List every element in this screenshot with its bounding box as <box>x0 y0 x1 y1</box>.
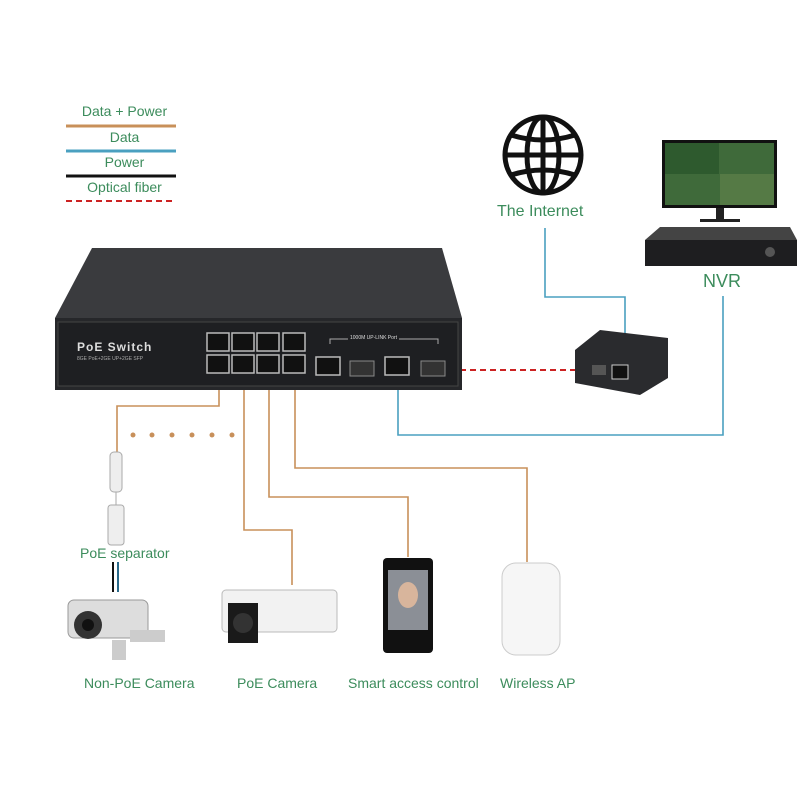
poe-separator-label: PoE separator <box>80 545 170 561</box>
line-port1-separator <box>116 378 220 452</box>
wireless-ap-label: Wireless AP <box>500 675 576 691</box>
line-switch-nvr <box>397 296 724 436</box>
media-converter-image <box>575 330 668 395</box>
poe-camera-label: PoE Camera <box>237 675 318 691</box>
smart-access-control-image <box>383 558 433 653</box>
nvr-label: NVR <box>703 271 742 291</box>
poe-camera-image <box>221 589 338 643</box>
line-port2-poe-camera <box>243 378 293 585</box>
monitor-image <box>662 140 777 222</box>
switch-subtitle: 8GE PoE+2GE UP+2GE SFP <box>77 356 144 362</box>
line-port3-access-control <box>268 378 409 557</box>
legend-optical-fiber: Optical fiber <box>87 179 162 195</box>
line-port4-wireless-ap <box>294 378 528 562</box>
line-internet-converter <box>544 228 626 338</box>
non-poe-camera-image <box>67 599 165 660</box>
switch-title: PoE Switch <box>77 340 153 354</box>
legend-data-power: Data + Power <box>81 103 168 119</box>
globe-icon <box>502 114 584 196</box>
non-poe-camera-label: Non-PoE Camera <box>84 675 195 691</box>
internet-label: The Internet <box>497 203 584 220</box>
poe-separator-image <box>107 451 125 546</box>
legend-power: Power <box>104 154 145 170</box>
sfp-ports <box>349 360 446 377</box>
poe-switch-image <box>55 248 462 390</box>
nvr-image <box>645 227 797 266</box>
poe-ports <box>206 332 410 376</box>
continuation-dots <box>130 432 235 438</box>
legend-data: Data <box>109 129 140 145</box>
smart-access-control-label: Smart access control <box>348 675 479 691</box>
uplink-label: 1000M UP-LINK Port <box>348 335 399 341</box>
wireless-ap-image <box>501 562 561 656</box>
